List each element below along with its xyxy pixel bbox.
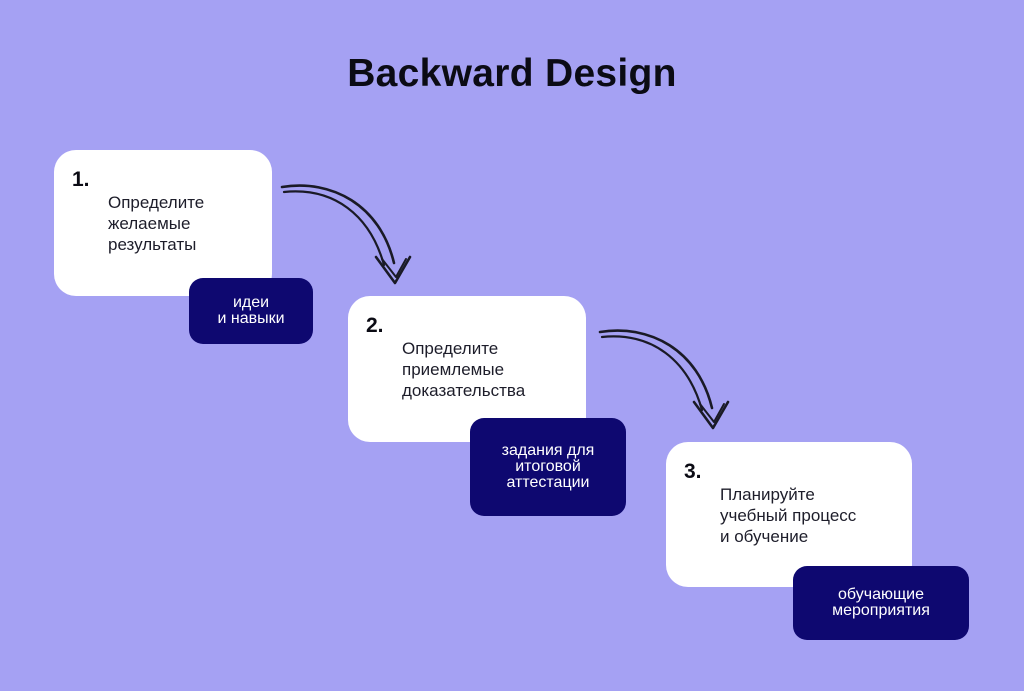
step-tag-2: задания для итоговой аттестации: [470, 418, 626, 516]
curved-arrow-icon: [280, 184, 412, 285]
step-card-3: 3. Планируйте учебный процесс и обучение: [666, 442, 912, 587]
step-text: Планируйте учебный процесс и обучение: [720, 485, 857, 546]
step-text: Определите приемлемые доказательства: [402, 339, 526, 400]
step-text: Определите желаемые результаты: [108, 193, 205, 254]
step-tag-3: обучающие мероприятия: [793, 566, 969, 640]
step-tag-1: идеи и навыки: [189, 278, 313, 344]
step-number: 3.: [684, 460, 702, 483]
curved-arrow-icon: [598, 329, 730, 430]
step-number: 1.: [72, 168, 90, 191]
step-card-2: 2. Определите приемлемые доказательства: [348, 296, 586, 442]
diagram-title: Backward Design: [347, 52, 677, 95]
step-number: 2.: [366, 314, 384, 337]
step-card-1: 1. Определите желаемые результаты: [54, 150, 272, 296]
